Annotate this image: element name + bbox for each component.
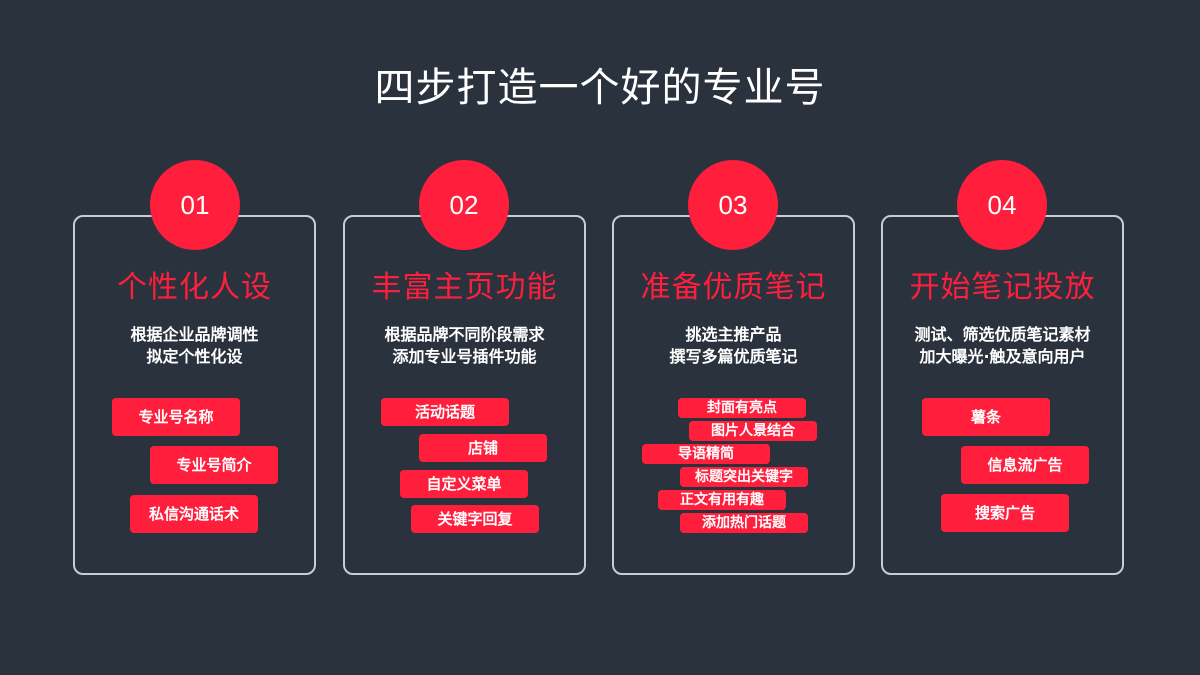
tag-item: 店铺: [419, 434, 547, 462]
tag-item: 活动话题: [381, 398, 509, 426]
step-heading-3: 准备优质笔记: [640, 270, 827, 305]
step-description-2: 根据品牌不同阶段需求 添加专业号插件功能: [343, 324, 586, 368]
step-description-line: 加大曝光·触及意向用户: [919, 347, 1086, 366]
step-heading-2: 丰富主页功能: [371, 270, 558, 305]
tag-item: 私信沟通话术: [130, 495, 258, 533]
step-heading-4: 开始笔记投放: [909, 270, 1096, 305]
step-heading-1: 个性化人设: [117, 270, 272, 305]
step-description-line: 根据企业品牌调性: [130, 325, 259, 344]
tag-item: 正文有用有趣: [658, 490, 786, 510]
step-description-1: 根据企业品牌调性 拟定个性化设: [73, 324, 316, 368]
step-card-3: [612, 215, 855, 575]
tag-item: 薯条: [922, 398, 1050, 436]
step-number-badge-1: 01: [150, 160, 240, 250]
step-number-badge-2: 02: [419, 160, 509, 250]
step-description-4: 测试、筛选优质笔记素材 加大曝光·触及意向用户: [881, 324, 1124, 368]
tag-item: 添加热门话题: [680, 513, 808, 533]
tag-item: 搜索广告: [941, 494, 1069, 532]
tag-item: 导语精简: [642, 444, 770, 464]
tag-item: 专业号名称: [112, 398, 240, 436]
step-description-line: 添加专业号插件功能: [392, 347, 537, 366]
tag-item: 专业号简介: [150, 446, 278, 484]
step-description-line: 挑选主推产品: [685, 325, 782, 344]
page-title: 四步打造一个好的专业号: [374, 65, 826, 111]
step-description-line: 测试、筛选优质笔记素材: [914, 325, 1091, 344]
step-number-badge-4: 04: [957, 160, 1047, 250]
tag-item: 封面有亮点: [678, 398, 806, 418]
tag-item: 图片人景结合: [689, 421, 817, 441]
tag-item: 自定义菜单: [400, 470, 528, 498]
step-description-line: 根据品牌不同阶段需求: [384, 325, 545, 344]
step-description-3: 挑选主推产品 撰写多篇优质笔记: [612, 324, 855, 368]
step-description-line: 撰写多篇优质笔记: [669, 347, 798, 366]
step-number-badge-3: 03: [688, 160, 778, 250]
tag-item: 关键字回复: [411, 505, 539, 533]
tag-item: 信息流广告: [961, 446, 1089, 484]
step-description-line: 拟定个性化设: [146, 347, 243, 366]
tag-item: 标题突出关键字: [680, 467, 808, 487]
